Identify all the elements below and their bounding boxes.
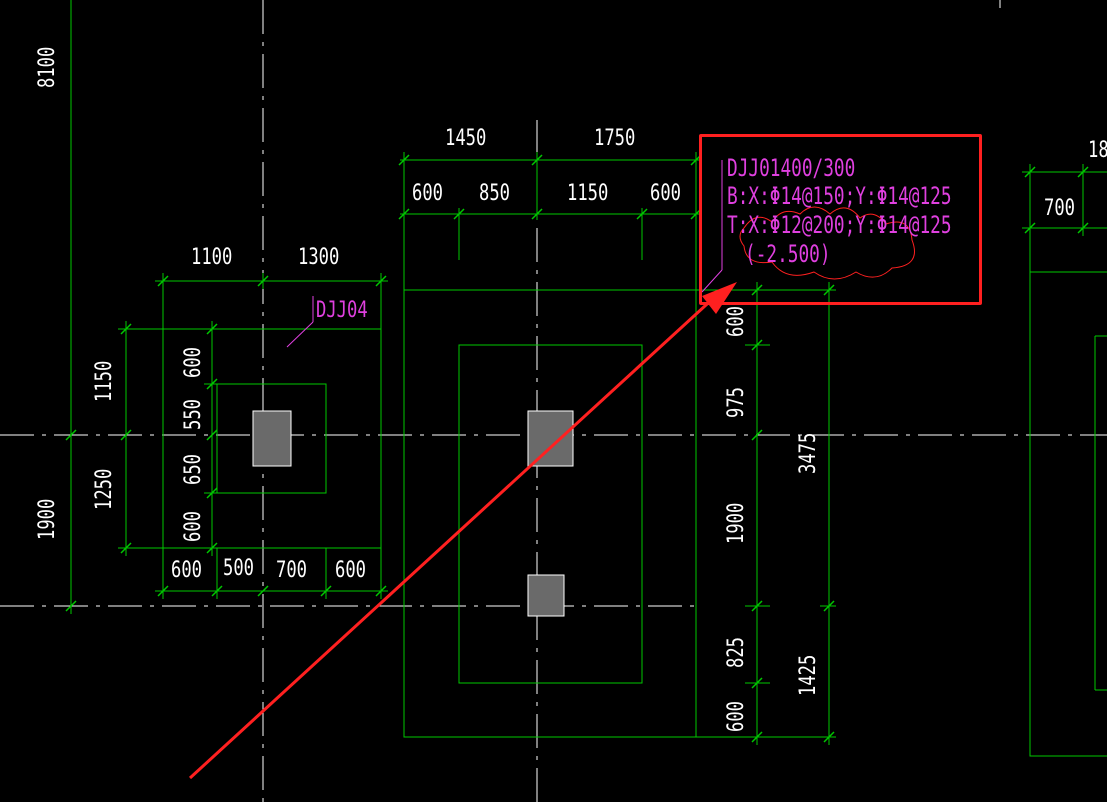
highlight-box <box>699 134 982 305</box>
revision-cloud <box>739 206 915 280</box>
dim-label: 600 <box>650 181 682 206</box>
dim-label: 1425 <box>796 654 821 696</box>
dim-label: 600 <box>181 510 206 542</box>
dim-label: 1900 <box>35 498 60 540</box>
dim-label: 1100 <box>191 245 233 270</box>
column-djj01-upper <box>527 410 574 467</box>
note-bottom-rebar[interactable]: B:X:Φ14@150;Y:Φ14@125 <box>727 182 952 210</box>
dim-label: 850 <box>479 181 511 206</box>
dim-label: 3475 <box>796 432 821 474</box>
column-djj04 <box>252 410 292 467</box>
dim-label: 8100 <box>35 46 60 88</box>
dim-label: 600 <box>181 346 206 378</box>
dim-label: 975 <box>724 386 749 418</box>
dim-label: 700 <box>1044 196 1076 221</box>
dim-label: 700 <box>276 558 308 583</box>
footing-outlines <box>162 271 1107 757</box>
dim-label: 600 <box>724 700 749 732</box>
dim-label: 500 <box>223 556 255 581</box>
tag-djj04[interactable]: DJJ04 <box>316 298 368 323</box>
note-footing-id[interactable]: DJJ01400/300 <box>727 154 856 182</box>
dimension-ticks <box>65 154 1089 743</box>
note-top-rebar[interactable]: T:X:Φ12@200;Y:Φ14@125 <box>727 211 952 239</box>
dim-label: 1750 <box>594 126 636 151</box>
dim-label: 825 <box>724 636 749 668</box>
dim-label: 600 <box>335 558 367 583</box>
dim-label: 1250 <box>92 468 117 510</box>
dim-label: 600 <box>412 181 444 206</box>
column-blocks <box>252 410 574 617</box>
dim-label: 1900 <box>724 502 749 544</box>
dim-label: 600 <box>724 305 749 337</box>
dim-label: 1150 <box>567 181 609 206</box>
annotation-leaders <box>286 160 723 348</box>
dim-label: 18 <box>1088 138 1107 163</box>
red-arrow-icon <box>188 282 737 780</box>
dim-label: 1450 <box>445 126 487 151</box>
dimension-lines <box>70 0 1107 745</box>
dim-label: 650 <box>181 453 206 485</box>
column-djj01-lower <box>527 574 565 617</box>
dim-label: 550 <box>181 398 206 430</box>
note-elevation[interactable]: (-2.500) <box>745 240 831 268</box>
dim-label: 600 <box>171 558 203 583</box>
dim-label: 1300 <box>298 245 340 270</box>
dim-label: 1150 <box>92 360 117 402</box>
